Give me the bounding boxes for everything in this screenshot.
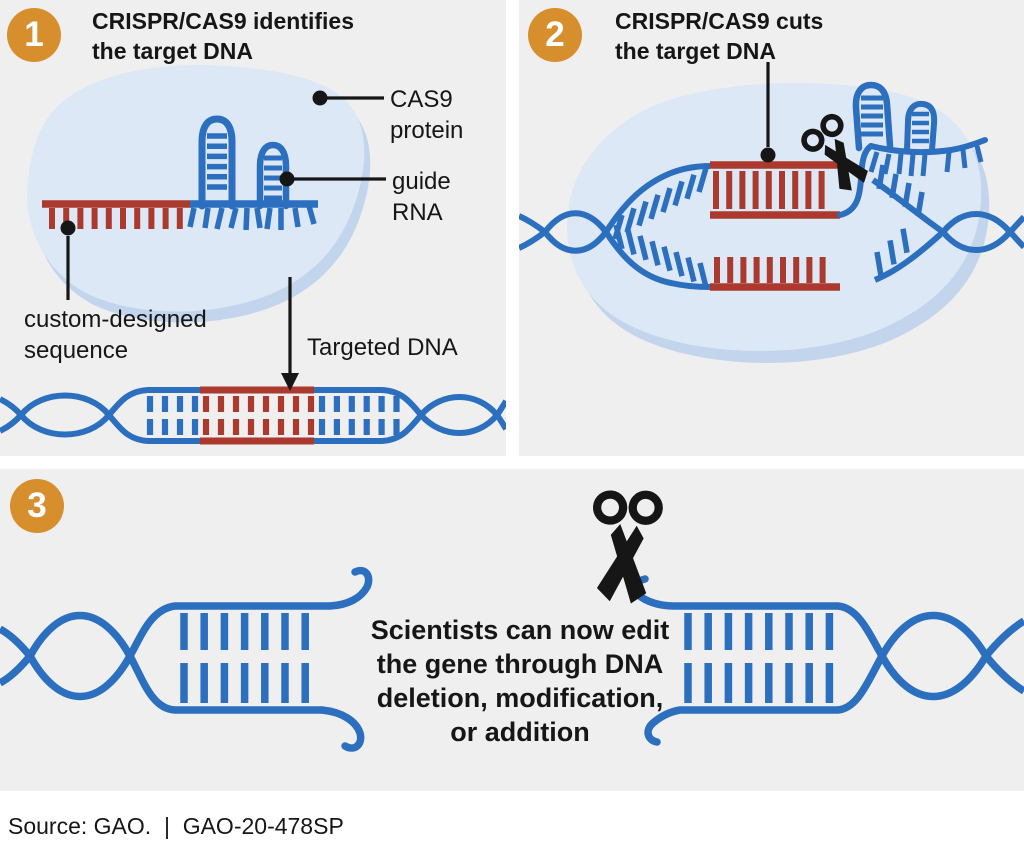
callout-custom-sequence bbox=[60, 220, 76, 300]
callout-cut-site bbox=[760, 62, 776, 163]
guide-rna-label: guide RNA bbox=[392, 168, 451, 226]
callout-dot bbox=[760, 147, 776, 163]
guide-rna bbox=[187, 115, 318, 231]
callout-dot bbox=[312, 90, 328, 106]
panel-3-illustration bbox=[0, 490, 1024, 752]
cas9-protein-label: CAS9 protein bbox=[390, 86, 464, 144]
panel-1: 1 CRISPR/CAS9 identifies the target DNA … bbox=[0, 0, 506, 456]
edit-caption: Scientists can now edit the gene through… bbox=[370, 615, 670, 747]
step-2-badge: 2 bbox=[528, 8, 582, 62]
targeted-dna-arrow bbox=[281, 277, 299, 391]
step-1-badge: 1 bbox=[7, 8, 61, 62]
panel-1-title: CRISPR/CAS9 identifies the target DNA bbox=[92, 8, 354, 64]
panel-1-illustration bbox=[0, 65, 506, 445]
panel-2-illustration bbox=[519, 62, 1024, 363]
source-line: Source: GAO. | GAO-20-478SP bbox=[0, 791, 1024, 852]
cut-dna-helix bbox=[0, 566, 1024, 752]
guide-rna bbox=[852, 81, 988, 177]
custom-sequence-strand bbox=[42, 200, 190, 229]
panel-2-title: CRISPR/CAS9 cuts the target DNA bbox=[615, 8, 824, 64]
targeted-dna-label: Targeted DNA bbox=[307, 334, 458, 361]
scissors-icon bbox=[801, 113, 868, 191]
targeted-dna-helix bbox=[0, 386, 506, 445]
panel-3: 3 Scientists can now edit the gene throu… bbox=[0, 469, 1024, 791]
callout-guide-rna bbox=[279, 171, 386, 187]
step-3-badge: 3 bbox=[10, 479, 64, 533]
unwound-dna-helix bbox=[519, 81, 1024, 291]
callout-dot bbox=[60, 220, 76, 236]
scissors-icon bbox=[593, 490, 663, 604]
panel-2: 2 CRISPR/CAS9 cuts the target DNA bbox=[519, 0, 1024, 456]
custom-sequence-label: custom-designed sequence bbox=[24, 306, 207, 364]
callout-dot bbox=[279, 171, 295, 187]
callout-cas9 bbox=[312, 90, 384, 106]
